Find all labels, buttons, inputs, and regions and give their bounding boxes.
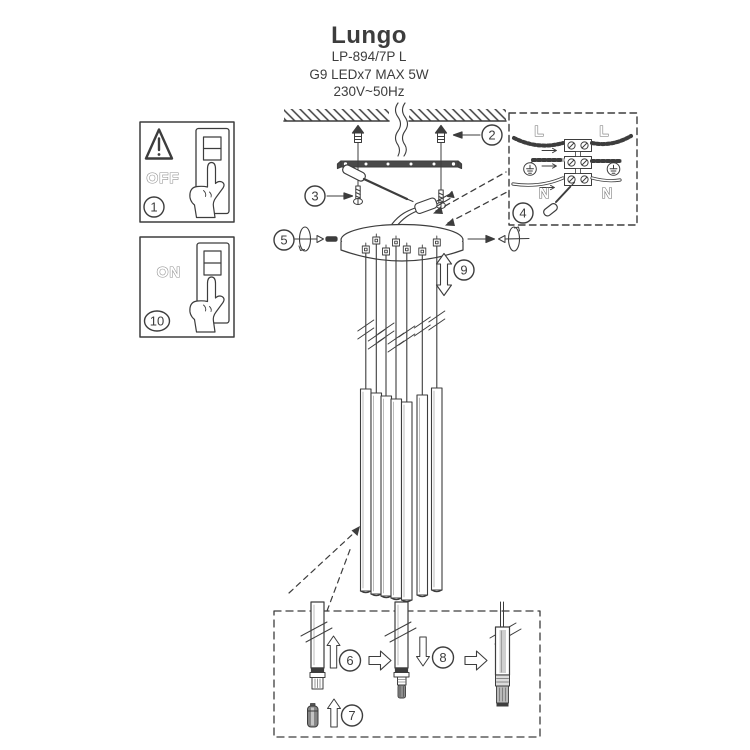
tube (370, 392, 383, 597)
cable-break-marks (357, 310, 446, 353)
wiring-detail-leaders (433, 171, 508, 226)
step-8-number: 8 (439, 650, 446, 665)
off-label: OFF (147, 170, 180, 187)
tube (400, 401, 413, 603)
step-1-number: 1 (150, 200, 157, 215)
live-label-right: L (599, 123, 608, 140)
warning-icon (144, 128, 174, 160)
step-7-badge (340, 704, 364, 727)
grub-screw-right (467, 226, 530, 252)
power-on-instruction (139, 236, 235, 338)
voltage-spec: 230V~50Hz (334, 84, 405, 99)
hand-press-icon (189, 161, 225, 219)
step-10-number: 10 (150, 314, 164, 329)
step-2-arrow (452, 131, 481, 139)
live-wires (512, 134, 633, 148)
lamp-spec: G9 LEDx7 MAX 5W (309, 67, 429, 82)
hand-press-icon (189, 276, 225, 333)
assembly-detail-box (273, 601, 541, 738)
screwdriver-small-icon (543, 182, 575, 217)
step-2-number: 2 (488, 128, 495, 143)
tube (359, 388, 372, 594)
neutral-label-left: N (539, 185, 550, 202)
suspension-cables (357, 243, 446, 403)
step-5-number: 5 (280, 233, 287, 248)
step-10-badge (143, 310, 171, 332)
step-socket-group (300, 601, 341, 690)
step-6-number: 6 (346, 653, 353, 668)
on-label: ON (157, 264, 182, 281)
step-3-arrow (326, 192, 354, 200)
step-3-number: 3 (311, 189, 318, 204)
step-9-badge (453, 259, 475, 281)
power-off-instruction (139, 121, 235, 223)
mounting-bracket (336, 160, 463, 170)
step-6-badge (338, 649, 362, 672)
step-3-badge (304, 185, 326, 207)
step-2-badge (481, 124, 503, 146)
next-step-arrow (464, 650, 488, 671)
step-8-badge (431, 646, 455, 669)
tube (416, 394, 429, 598)
step-1-badge (143, 196, 165, 218)
ceiling-hatch (283, 109, 507, 122)
neutral-label-right: N (602, 185, 613, 202)
screwdriver-icon (342, 164, 414, 203)
wiring-detail-box (508, 112, 638, 226)
step-4-number: 4 (519, 206, 526, 221)
step-4-badge (512, 202, 534, 224)
next-step-arrow (368, 650, 392, 671)
earth-icon (523, 160, 621, 176)
page-title: Lungo (331, 22, 407, 49)
tube (390, 398, 403, 601)
tube (380, 395, 393, 599)
canopy (340, 223, 464, 262)
title-block: Lungo LP-894/7P L G9 LEDx7 MAX 5W 230V~5… (309, 22, 429, 99)
model-number: LP-894/7P L (332, 49, 407, 64)
step-bulb-group (307, 698, 341, 728)
height-adjust-arrow (435, 252, 453, 297)
tube (430, 387, 443, 593)
mains-cable-icon (394, 102, 409, 157)
step-5-badge (273, 229, 295, 251)
earth-wires (531, 158, 622, 163)
wall-anchor-icon (351, 124, 448, 143)
neutral-wires (511, 176, 622, 187)
step-7-number: 7 (348, 708, 355, 723)
step-9-number: 9 (460, 263, 467, 278)
live-label-left: L (534, 123, 543, 140)
step-insert-bulb-group (384, 601, 430, 699)
wire-direction-arrows (539, 147, 557, 191)
terminal-block (564, 139, 592, 186)
assembled-pendant-group (489, 601, 522, 707)
grub-screw-left (294, 226, 338, 252)
assembly-detail-leaders (288, 526, 360, 612)
pendant-tubes (359, 387, 443, 603)
